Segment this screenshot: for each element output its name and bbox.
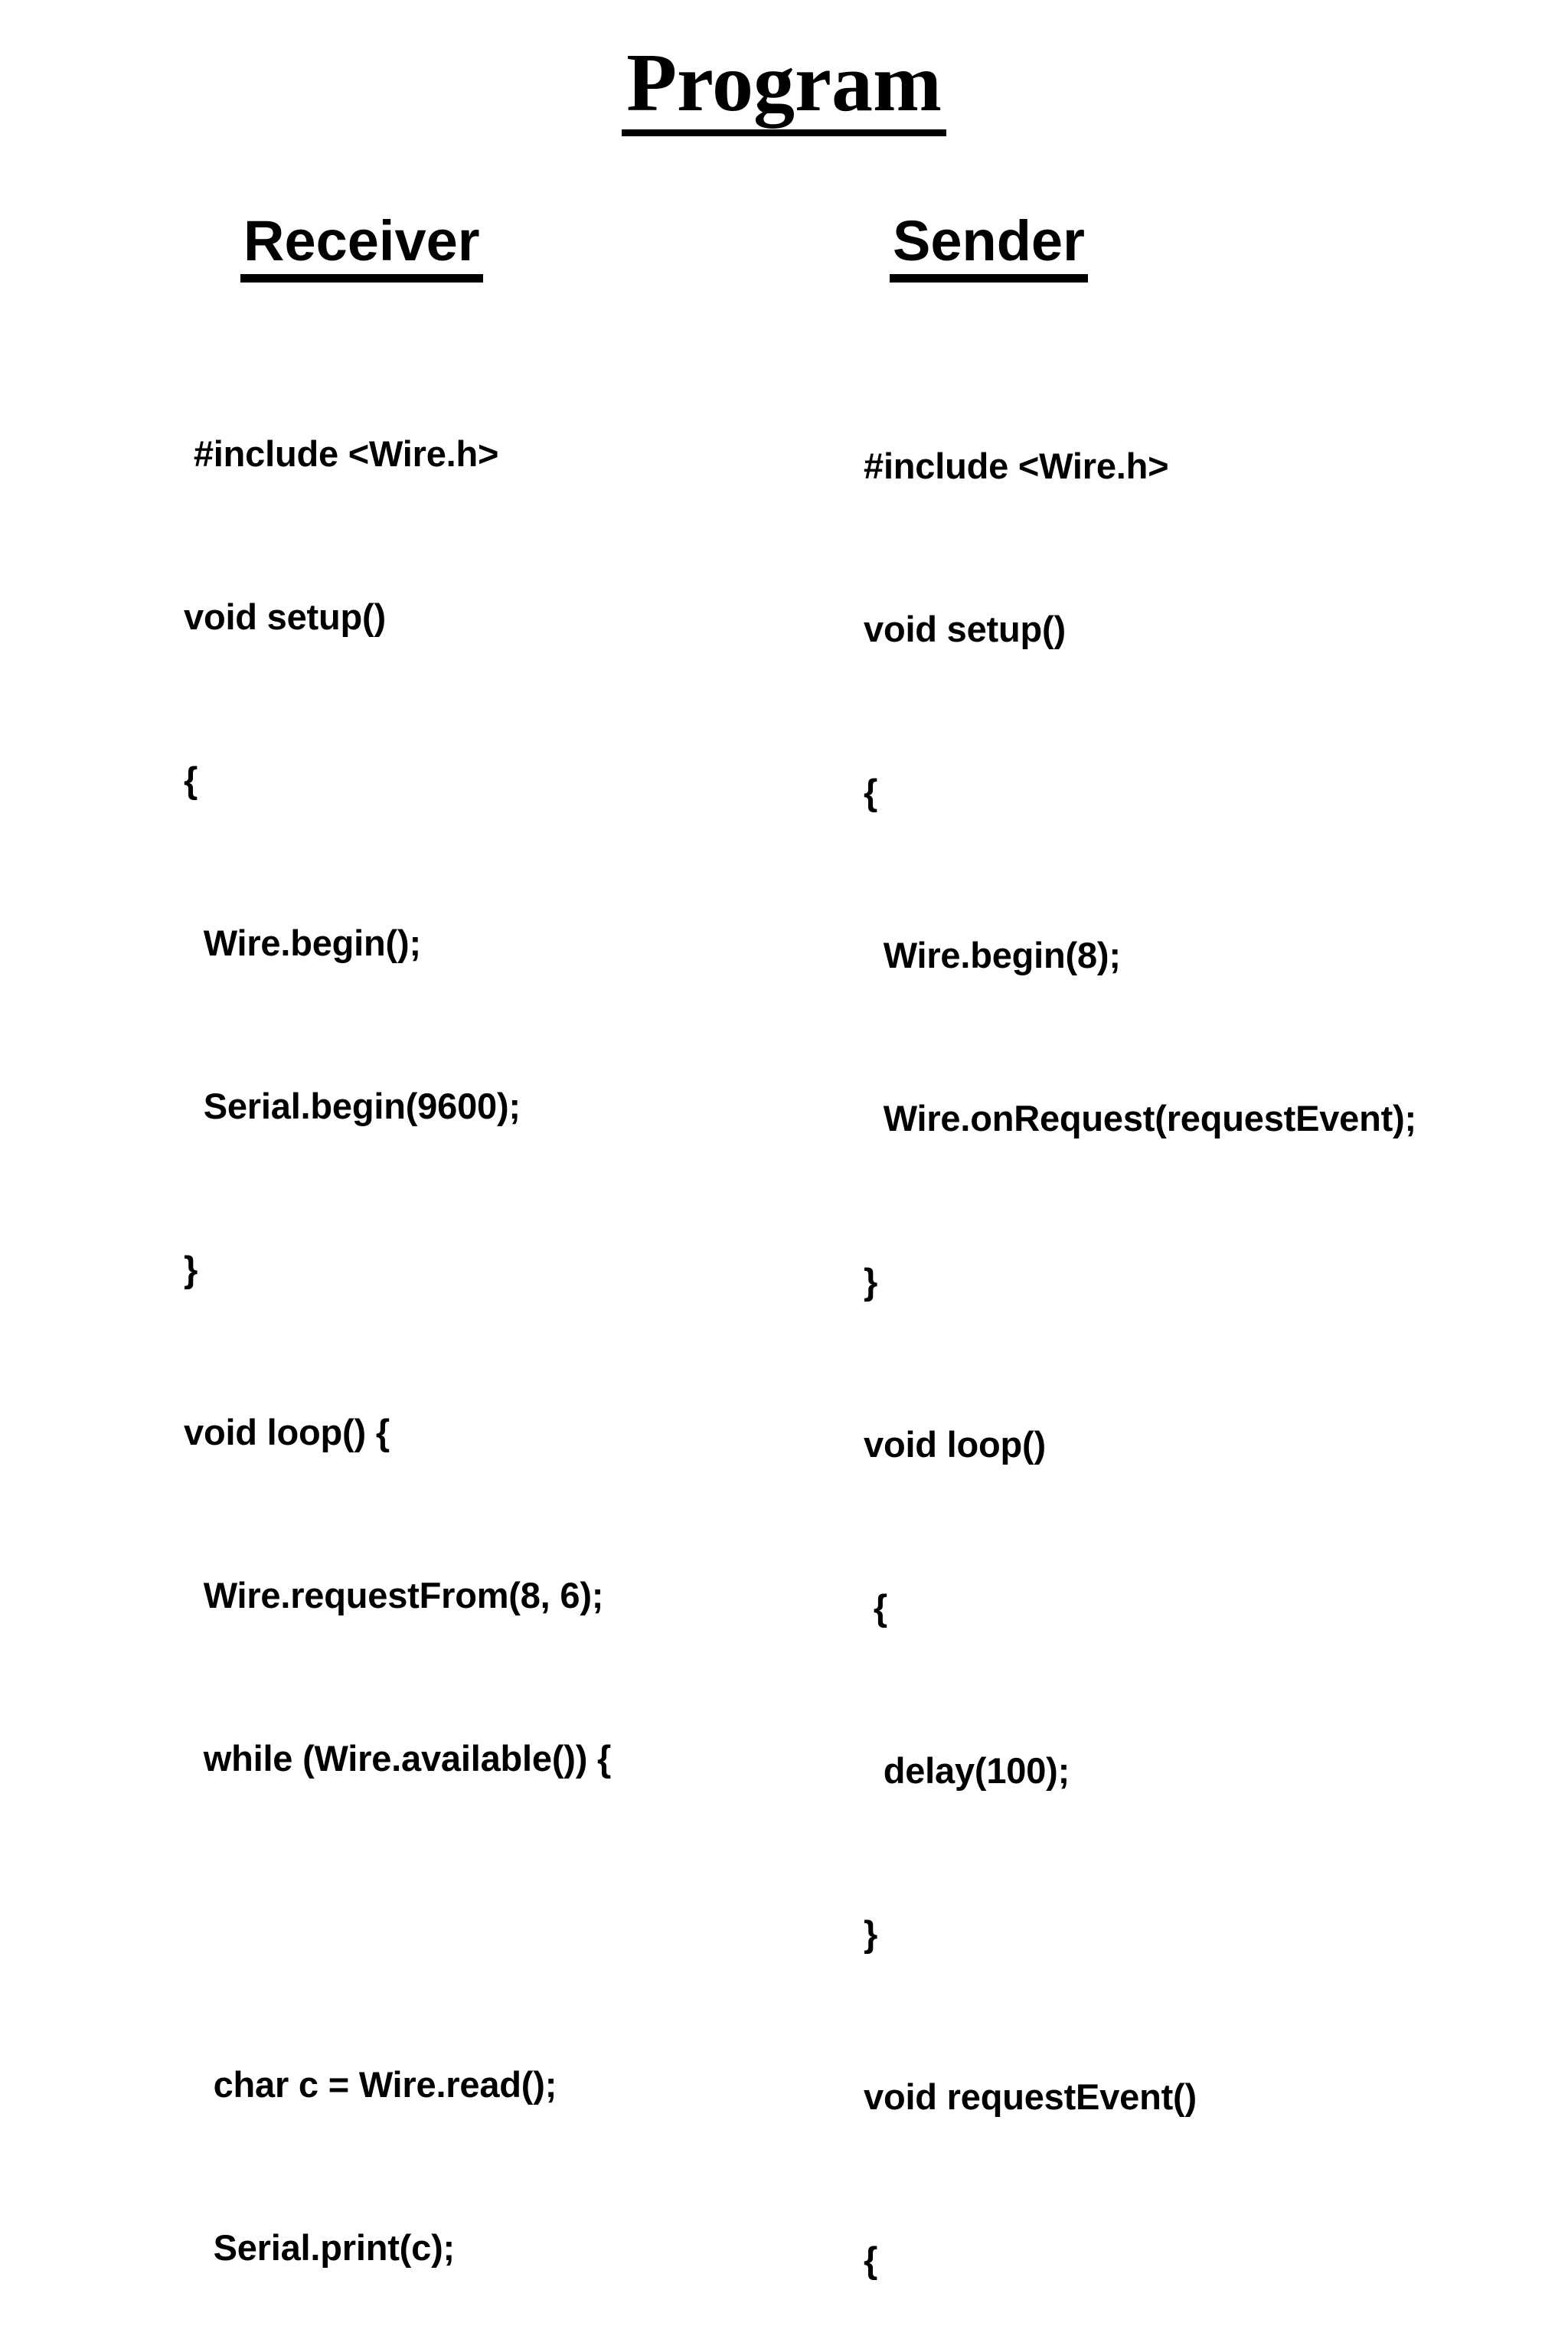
- column-heading-receiver-text: Receiver: [240, 213, 483, 283]
- column-heading-sender: Sender: [864, 213, 1537, 283]
- page-title: Program: [0, 40, 1568, 137]
- code-line: Wire.onRequest(requestEvent);: [864, 1098, 1416, 1138]
- code-line: }: [864, 1261, 878, 1302]
- code-block-sender: #include <Wire.h> void setup() { Wire.be…: [864, 330, 1537, 2352]
- column-heading-sender-text: Sender: [890, 213, 1088, 283]
- page-title-text: Program: [622, 40, 946, 137]
- code-line: void setup(): [184, 596, 386, 637]
- code-columns: Receiver #include <Wire.h> void setup() …: [0, 213, 1568, 2281]
- code-line: {: [864, 2239, 878, 2280]
- column-heading-receiver: Receiver: [181, 213, 854, 283]
- code-block-receiver: #include <Wire.h> void setup() { Wire.be…: [181, 318, 854, 2352]
- code-line: #include <Wire.h>: [184, 433, 499, 474]
- code-line-blank: [184, 1894, 854, 1949]
- column-sender: Sender #include <Wire.h> void setup() { …: [864, 213, 1537, 2352]
- column-receiver: Receiver #include <Wire.h> void setup() …: [181, 213, 854, 2352]
- code-line: while (Wire.available()) {: [184, 1738, 612, 1779]
- code-line: Wire.begin();: [184, 923, 421, 963]
- code-line: Wire.begin(8);: [864, 935, 1121, 975]
- code-line: {: [864, 772, 878, 812]
- code-line: void requestEvent(): [864, 2076, 1197, 2117]
- code-line: Wire.requestFrom(8, 6);: [184, 1575, 604, 1615]
- slide-root: Program Receiver #include <Wire.h> void …: [0, 39, 1568, 2281]
- code-line: Serial.begin(9600);: [184, 1086, 521, 1126]
- code-line: #include <Wire.h>: [864, 446, 1169, 486]
- code-line: Serial.print(c);: [184, 2227, 456, 2268]
- code-line: void setup(): [864, 609, 1066, 649]
- code-line: {: [864, 1587, 887, 1628]
- code-line: }: [184, 1249, 198, 1289]
- code-line: delay(100);: [864, 1750, 1070, 1791]
- code-line: }: [864, 1913, 878, 1954]
- code-line: void loop(): [864, 1424, 1046, 1465]
- code-line: char c = Wire.read();: [184, 2064, 557, 2105]
- code-line: {: [184, 760, 198, 800]
- code-line: void loop() {: [184, 1412, 390, 1452]
